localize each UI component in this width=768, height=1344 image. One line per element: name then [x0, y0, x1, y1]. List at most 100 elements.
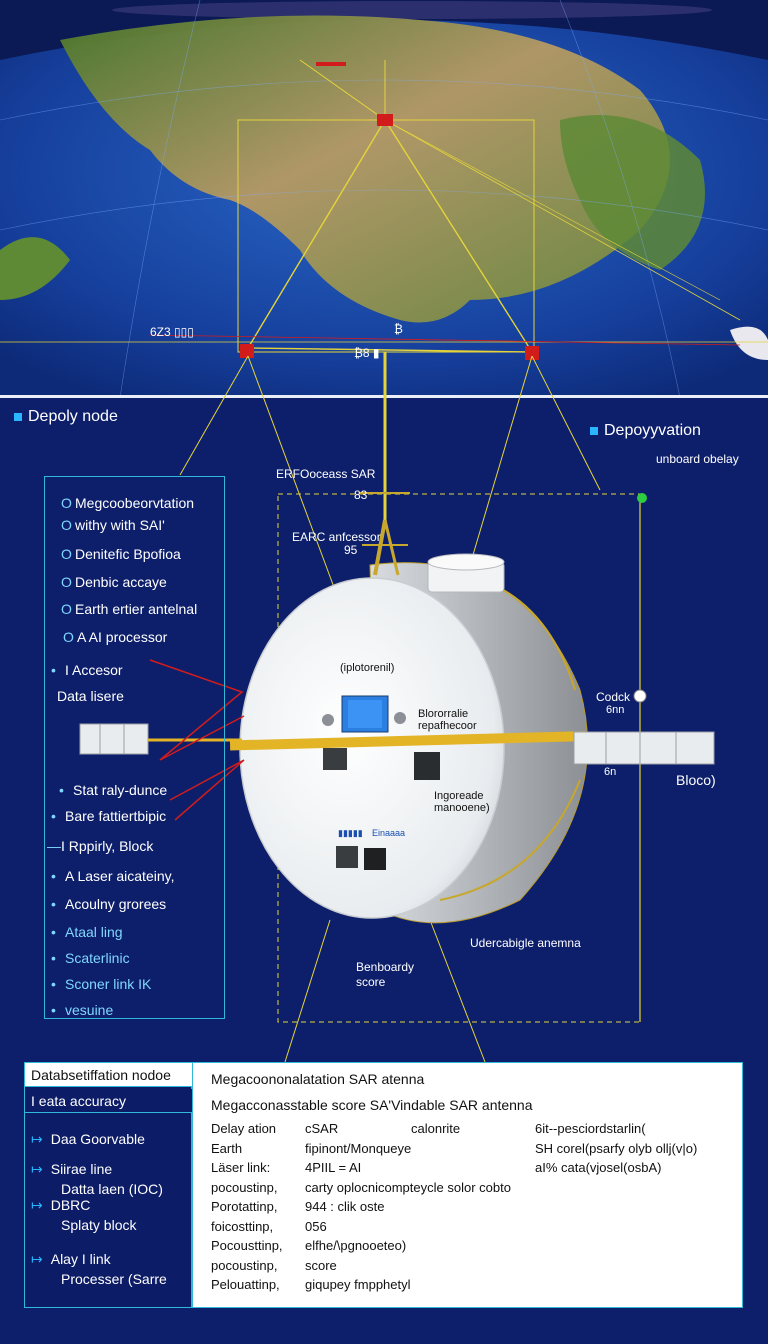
antenna-mid-number: 95: [344, 543, 358, 557]
section-right-heading: Depoyyvation: [590, 422, 701, 440]
table-header-2: Megacconasstable score SA'Vindable SAR a…: [211, 1097, 533, 1113]
feature-list-text: A AI processor: [77, 629, 168, 645]
table-cell: calonrite: [411, 1121, 461, 1136]
feature-list-item: •Sconer link IK: [51, 976, 151, 992]
feature-list-item: • Bare fattiertbipic: [51, 808, 166, 824]
right-subtitle: unboard obelay: [656, 452, 739, 466]
status-light-icon: [637, 493, 647, 503]
section-left-heading: Depoly node: [14, 408, 118, 426]
feature-list-text: I Accesor: [65, 662, 123, 678]
feature-list-text: Scaterlinic: [65, 950, 130, 966]
bottom-left-item-text: DBRC: [50, 1197, 91, 1213]
square-bullet-icon: [590, 426, 598, 435]
feature-list-item: • Stat raly-dunce: [59, 782, 167, 798]
feature-list-item: •I Accesor: [51, 662, 123, 678]
continent-asia: [560, 115, 705, 270]
feature-list-text: Earth ertier antelnal: [75, 601, 198, 617]
bullet-icon: O: [61, 495, 72, 511]
feature-list-text: Sconer link IK: [65, 976, 152, 992]
table-cell: Pelouattinp,: [211, 1277, 280, 1292]
sat-lower-label: Ingoreade manooene): [434, 790, 490, 814]
square-bullet-icon: [14, 412, 22, 421]
bullet-icon: O: [63, 629, 74, 645]
bottom-left-item-text: Datta laen (IOC): [61, 1181, 163, 1197]
solar-panel-right: [573, 731, 715, 765]
feature-list-text: Acoulny grorees: [65, 896, 167, 912]
continent-west: [0, 237, 70, 300]
cloud-patch: [730, 326, 768, 360]
bottom-left-item-line: Processer (Sarre: [31, 1269, 167, 1289]
bottom-left-item-line: Splaty block: [31, 1215, 136, 1235]
arrow-right-icon: ↦: [31, 1197, 43, 1213]
table-cell: 4PIIL = AI: [305, 1160, 362, 1175]
bottom-left-item-line: ↦Siirae line: [31, 1159, 163, 1179]
sat-tag2: Einaaaa: [372, 828, 406, 838]
feature-list-text: Data lisere: [57, 688, 124, 704]
table-cell: pocoustinp,: [211, 1257, 278, 1273]
feature-list-text: Stat raly-dunce: [73, 782, 168, 798]
bullet-icon: O: [61, 546, 72, 562]
target-marker-right: [525, 346, 539, 360]
block-label: Bloco): [676, 772, 716, 788]
arrow-right-icon: ↦: [31, 1131, 43, 1147]
bottom-left-item-text: Daa Goorvable: [50, 1131, 145, 1147]
table-cell: aI% cata(vjosel(osbA): [535, 1160, 662, 1175]
sat-tag1: ▮▮▮▮▮: [338, 828, 363, 838]
table-cell: Delay ation: [211, 1121, 277, 1136]
feature-list-item: •Ataal ling: [51, 924, 123, 940]
table-cell: elfhe/\pgnooeteo): [305, 1238, 407, 1253]
bottom-left-item: ↦ DBRC Splaty block: [31, 1195, 136, 1235]
coverage-triangle: [246, 118, 534, 353]
table-cell: 944 : clik oste: [305, 1199, 385, 1214]
small-number: 6n: [604, 766, 617, 778]
antenna-top-number: 83: [354, 488, 368, 502]
bottom-left-item-line: ↦ Daa Goorvable: [31, 1129, 145, 1149]
table-cell: Pocousttinp,: [211, 1238, 283, 1253]
bottom-left-item-line: ↦Alay I link: [31, 1249, 167, 1269]
feature-list-item: •A Laser aicateiny,: [51, 868, 174, 884]
bottom-left-item-line: ↦ DBRC: [31, 1195, 136, 1215]
bullet-icon: •: [51, 868, 56, 884]
bullet-icon: •: [51, 896, 56, 912]
bottom-left-item-text: Siirae line: [50, 1161, 113, 1177]
table-cell: Earth: [211, 1140, 243, 1156]
bottom-left-header-row: I eata accuracy: [25, 1089, 193, 1113]
feature-list-text: withy with SAI': [75, 517, 165, 533]
feature-list-item: —I Rppirly, Block: [47, 838, 153, 854]
table-header-1: Megacoononalatation SAR atenna: [211, 1071, 425, 1087]
bullet-icon: O: [61, 601, 72, 617]
table-cell: cSAR: [305, 1121, 339, 1136]
bottom-left-header-row: Databsetiffation nodoe: [25, 1063, 193, 1087]
bottom-left-item-text: Splaty block: [61, 1217, 137, 1233]
bullet-icon: —: [47, 838, 61, 854]
codck-number: 6nn: [606, 704, 625, 716]
bullet-icon: •: [59, 782, 64, 798]
feature-list-text: I Rppirly, Block: [61, 838, 154, 854]
table-cell: 6it--pesciordstarlin(: [535, 1121, 646, 1136]
antenna-top-label: ERFOoceass SAR: [276, 467, 376, 481]
table-cell: giqupey fmpphetyl: [305, 1277, 411, 1292]
bottom-left-item-text: Processer (Sarre: [61, 1271, 167, 1287]
bullet-icon: O: [61, 574, 72, 590]
score-label: Benboardy score: [356, 960, 415, 989]
globe-scale-label: 6Z3 ▯▯▯: [150, 325, 194, 339]
feature-list-text: vesuine: [65, 1002, 114, 1018]
target-marker-left: [240, 344, 254, 358]
feature-list-text: Megcoobeorvtation: [75, 495, 195, 511]
antenna-mid-label: EARC anfcessor: [292, 530, 381, 544]
bullet-icon: •: [51, 924, 56, 940]
bullet-icon: •: [51, 808, 56, 824]
bottom-left-item: ↦ Daa Goorvable: [31, 1129, 145, 1149]
table-cell: fipinont/Monqueye: [305, 1140, 412, 1156]
antenna-bottom-label: Udercabigle anemna: [470, 936, 581, 950]
sat-board-label: Blororralie repafhecoor: [418, 708, 477, 732]
feature-list-text: Bare fattiertbipic: [65, 808, 167, 824]
